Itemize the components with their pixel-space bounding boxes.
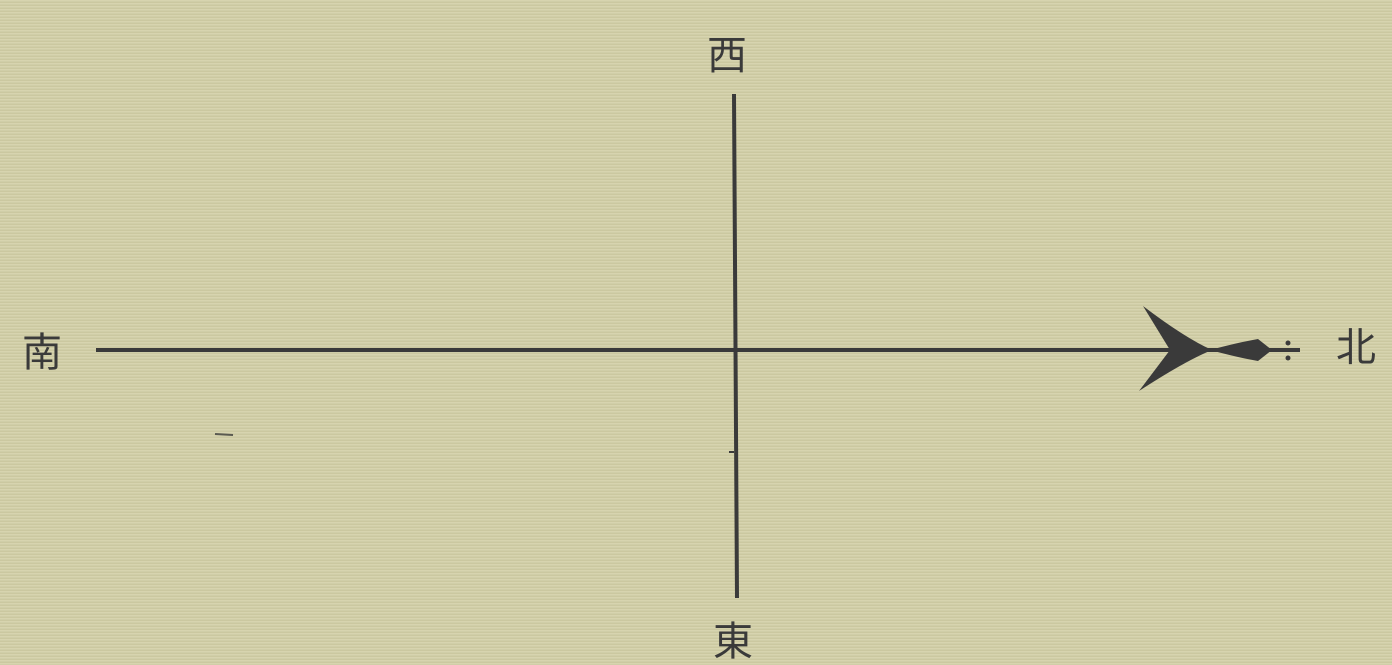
east-label: 東 <box>713 619 753 665</box>
north-arrowhead <box>1139 306 1212 391</box>
west-east-axis <box>732 93 739 599</box>
north-marker-dot-upper <box>1285 340 1291 346</box>
south-label: 南 <box>22 330 62 376</box>
north-spear-tip <box>1210 339 1272 361</box>
stray-mark <box>214 433 234 436</box>
north-label: 北 <box>1336 325 1376 371</box>
north-marker-dot-lower <box>1285 355 1291 361</box>
west-label: 西 <box>707 33 747 79</box>
